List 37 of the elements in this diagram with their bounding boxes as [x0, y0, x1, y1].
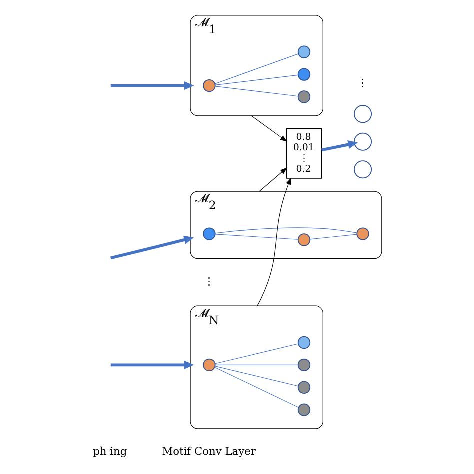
node-circle: [297, 381, 310, 394]
connector: [309, 234, 357, 240]
label: ⋮: [204, 275, 215, 288]
node-box: 0.8 0.01 ⋮ 0.2: [286, 128, 322, 179]
node-circle: [297, 90, 310, 104]
connector: [214, 228, 357, 234]
arrow: [321, 140, 358, 152]
node-circle: [297, 358, 310, 372]
arrow: [258, 168, 287, 192]
node-circle: [354, 105, 372, 124]
connector: [214, 234, 298, 240]
arrow: [110, 236, 194, 260]
node-circle: [202, 79, 216, 92]
connector: [214, 364, 298, 366]
node-circle: [202, 358, 216, 372]
node-circle: [202, 228, 216, 240]
node-circle: [356, 228, 369, 240]
connector: [214, 344, 298, 364]
node-circle: [354, 132, 372, 151]
arrow: [250, 116, 287, 142]
node-circle: [297, 68, 310, 81]
connector: [214, 54, 298, 84]
node-circle: [297, 404, 310, 416]
connector: [214, 74, 298, 86]
label: ⋮: [357, 76, 368, 90]
connector: [214, 367, 298, 408]
node-circle: [354, 160, 372, 179]
node-circle: [297, 46, 310, 58]
node-circle: [297, 234, 310, 246]
label: ph ing: [92, 445, 127, 458]
connector: [214, 366, 298, 387]
node-circle: [297, 336, 310, 350]
arrow: [256, 178, 291, 306]
arrow: [110, 81, 194, 90]
connector: [214, 86, 298, 97]
label: Motif Conv Layer: [162, 445, 256, 458]
arrow: [110, 360, 194, 370]
